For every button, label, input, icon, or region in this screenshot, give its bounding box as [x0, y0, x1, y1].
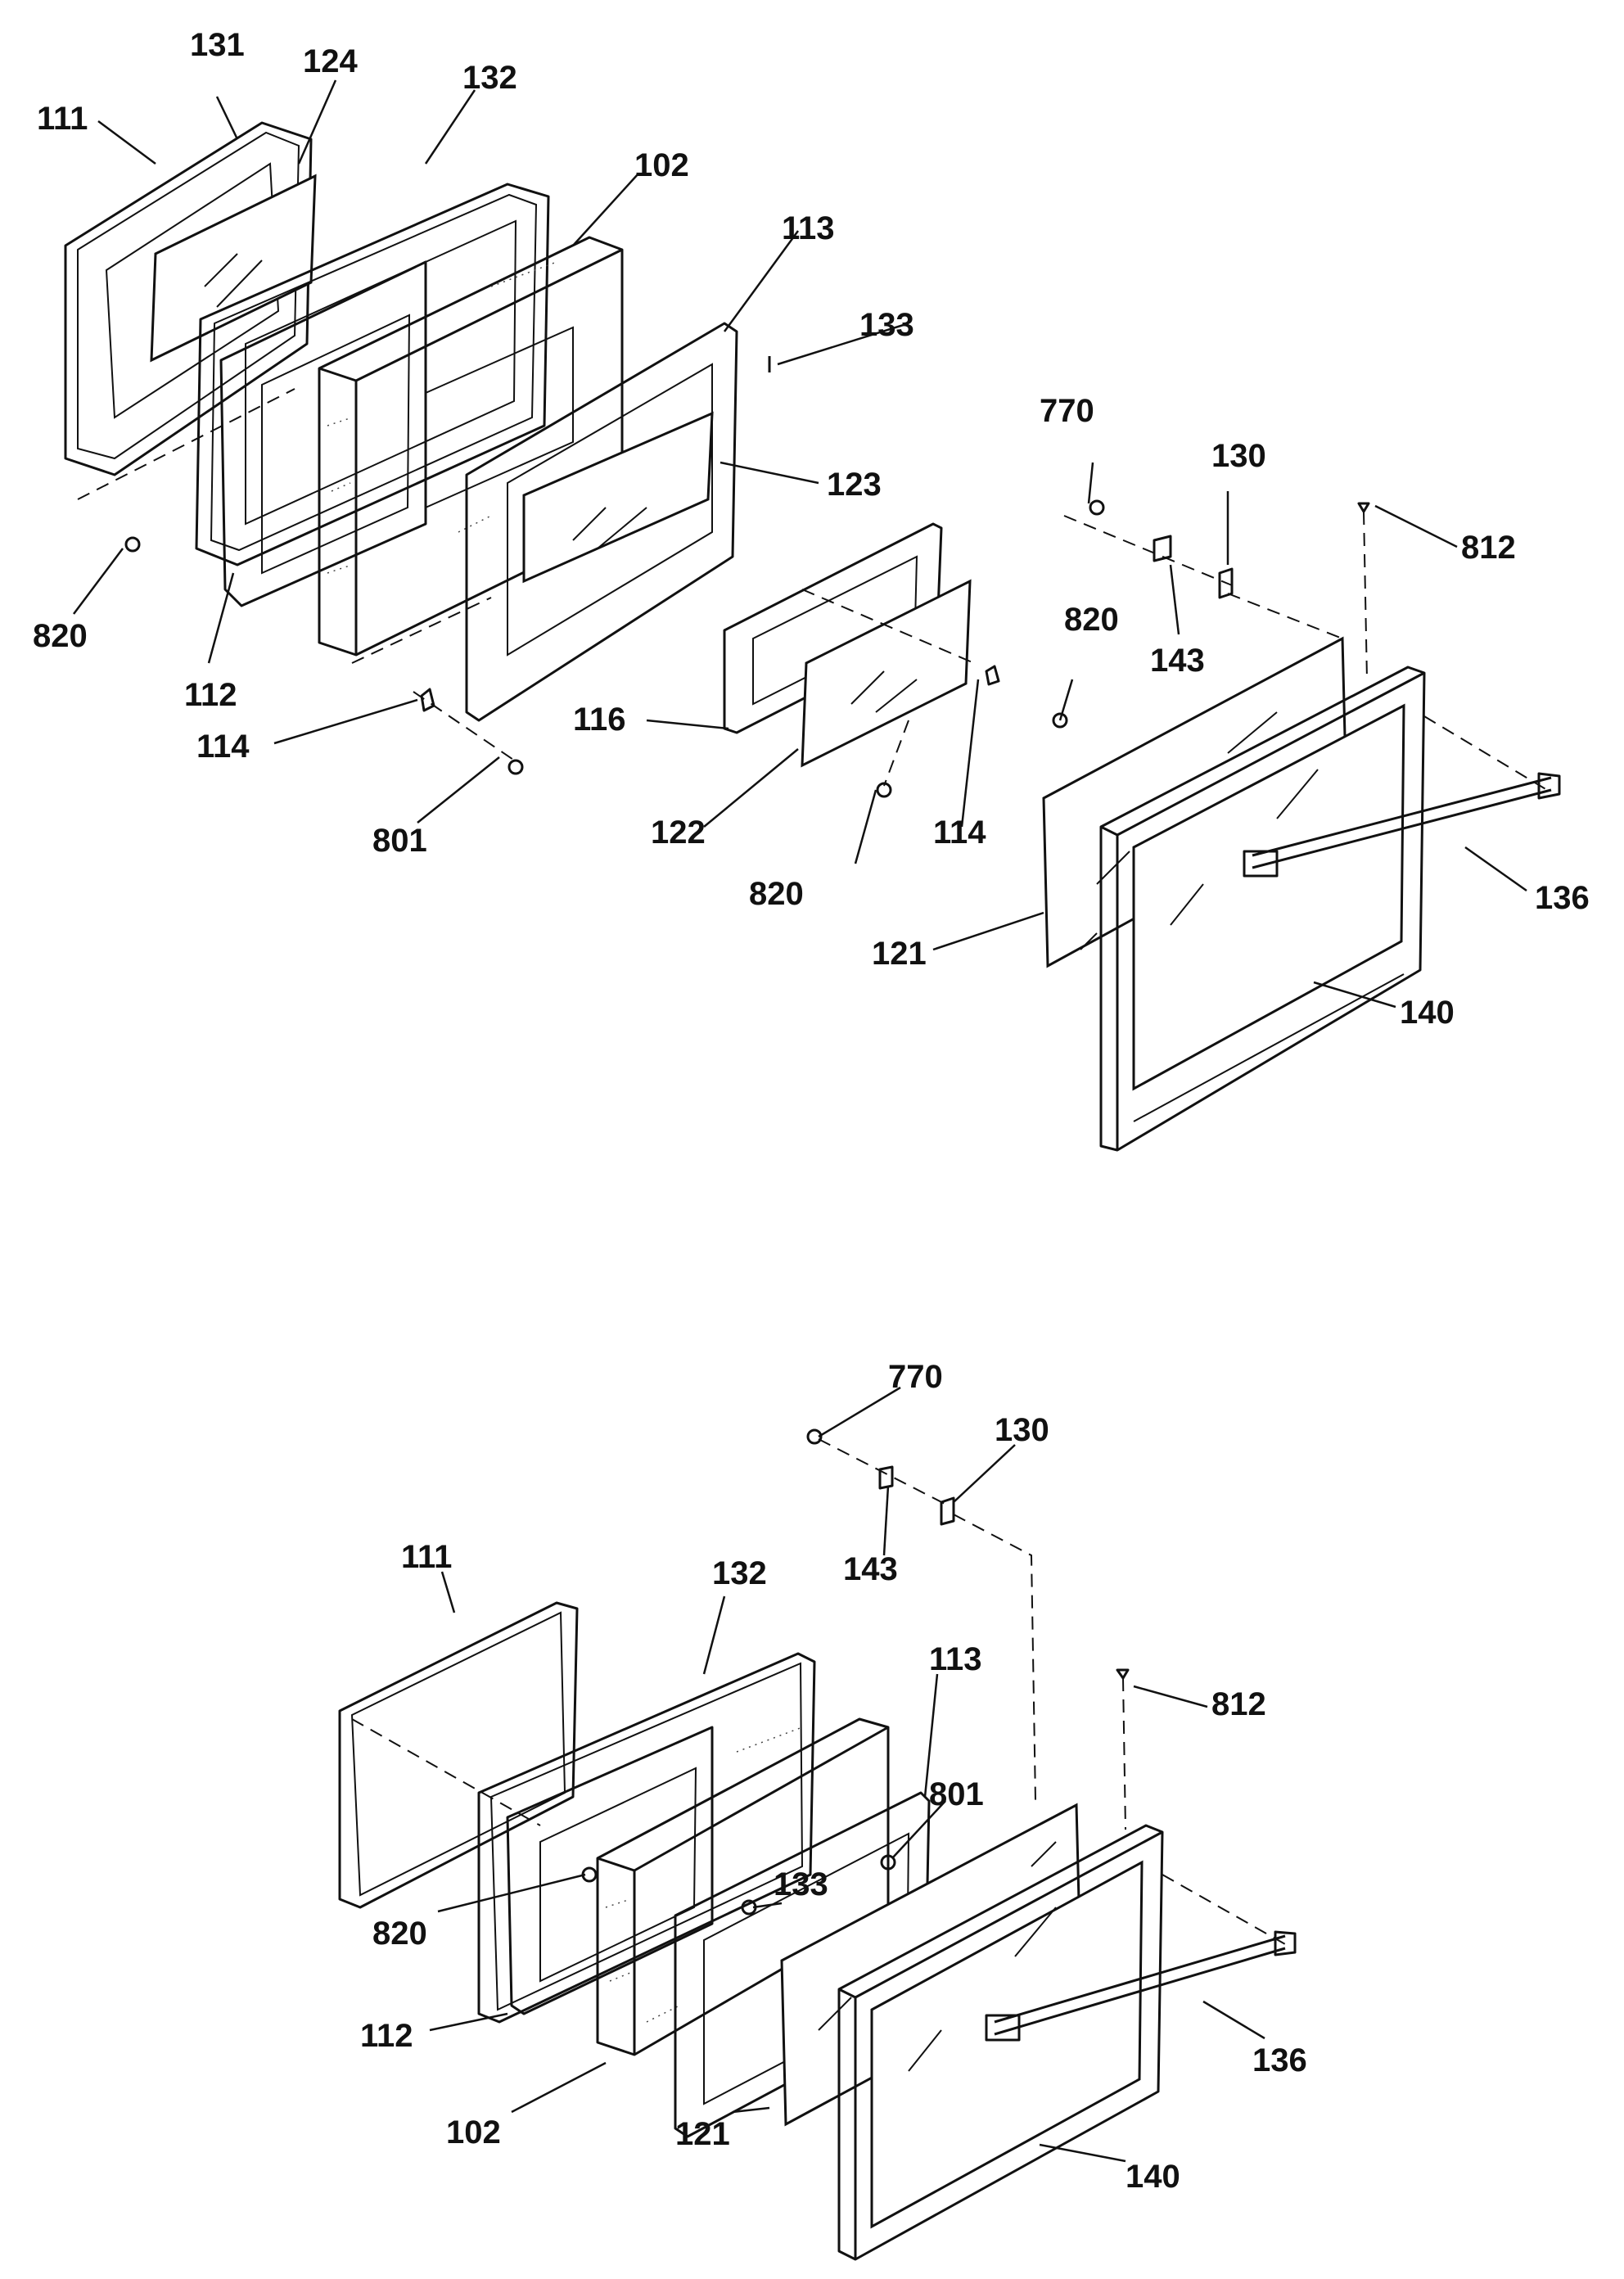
part-136-handle — [1243, 772, 1561, 878]
top-oven-door-assembly: 131 124 111 132 102 113 133 123 820 112 … — [33, 27, 1590, 1152]
label-770: 770 — [888, 1359, 943, 1395]
label-820-b: 820 — [749, 876, 804, 912]
label-121: 121 — [675, 2116, 730, 2152]
label-122: 122 — [651, 815, 706, 851]
label-812: 812 — [1211, 1686, 1266, 1722]
label-112: 112 — [360, 2018, 413, 2054]
label-820: 820 — [372, 1916, 427, 1952]
label-130: 130 — [1211, 438, 1266, 474]
bottom-assembly-lines — [351, 1438, 1286, 1945]
label-121: 121 — [872, 936, 927, 972]
label-143: 143 — [1150, 643, 1205, 679]
label-102: 102 — [634, 147, 689, 183]
label-111: 111 — [401, 1539, 452, 1575]
part-124-inner-glass — [150, 174, 317, 363]
label-111: 111 — [37, 101, 88, 137]
label-102: 102 — [446, 2114, 501, 2150]
label-133: 133 — [859, 307, 914, 343]
part-111-outer-panel — [64, 121, 313, 476]
top-hardware — [124, 499, 1370, 798]
label-112: 112 — [184, 677, 237, 713]
label-114-b: 114 — [933, 815, 986, 851]
label-136: 136 — [1252, 2042, 1307, 2078]
part-140-outer-door-frame — [837, 1824, 1164, 2261]
label-116: 116 — [573, 702, 626, 738]
part-122-glass — [801, 579, 972, 768]
bottom-leader-lines — [429, 1386, 1265, 2163]
label-133: 133 — [774, 1866, 828, 1902]
label-820-a: 820 — [33, 618, 88, 654]
top-part-labels: 131 124 111 132 102 113 133 123 820 112 … — [33, 27, 1590, 1031]
part-123-window-glass — [522, 411, 714, 584]
part-111-outer-panel — [338, 1601, 579, 1909]
bottom-part-labels: 770 130 143 111 132 113 812 801 820 133 … — [360, 1359, 1307, 2195]
label-114-a: 114 — [196, 729, 250, 765]
label-123: 123 — [827, 467, 882, 503]
label-140: 140 — [1126, 2159, 1180, 2195]
label-136: 136 — [1535, 880, 1590, 916]
part-132-gasket-frame — [477, 1652, 816, 2024]
label-113: 113 — [929, 1641, 982, 1677]
label-131: 131 — [190, 27, 245, 63]
label-812: 812 — [1461, 530, 1516, 566]
label-124: 124 — [303, 43, 358, 79]
part-113-inner-door-panel — [465, 322, 738, 722]
part-112-door-frame — [219, 260, 427, 607]
top-assembly-lines — [77, 388, 1548, 791]
label-801: 801 — [929, 1776, 984, 1812]
label-140: 140 — [1400, 995, 1455, 1031]
label-770: 770 — [1040, 393, 1094, 429]
bottom-hardware — [581, 1428, 1130, 1916]
label-113: 113 — [782, 210, 835, 246]
bottom-oven-door-assembly: 770 130 143 111 132 113 812 801 820 133 … — [338, 1359, 1307, 2261]
part-136-handle — [985, 1930, 1297, 2042]
label-132: 132 — [462, 60, 517, 96]
label-801: 801 — [372, 823, 427, 859]
top-leader-lines — [73, 79, 1527, 1009]
label-132: 132 — [712, 1555, 767, 1591]
label-820-c: 820 — [1064, 602, 1119, 638]
part-140-outer-door-frame — [1099, 666, 1426, 1152]
label-130: 130 — [995, 1412, 1049, 1448]
label-143: 143 — [843, 1551, 898, 1587]
